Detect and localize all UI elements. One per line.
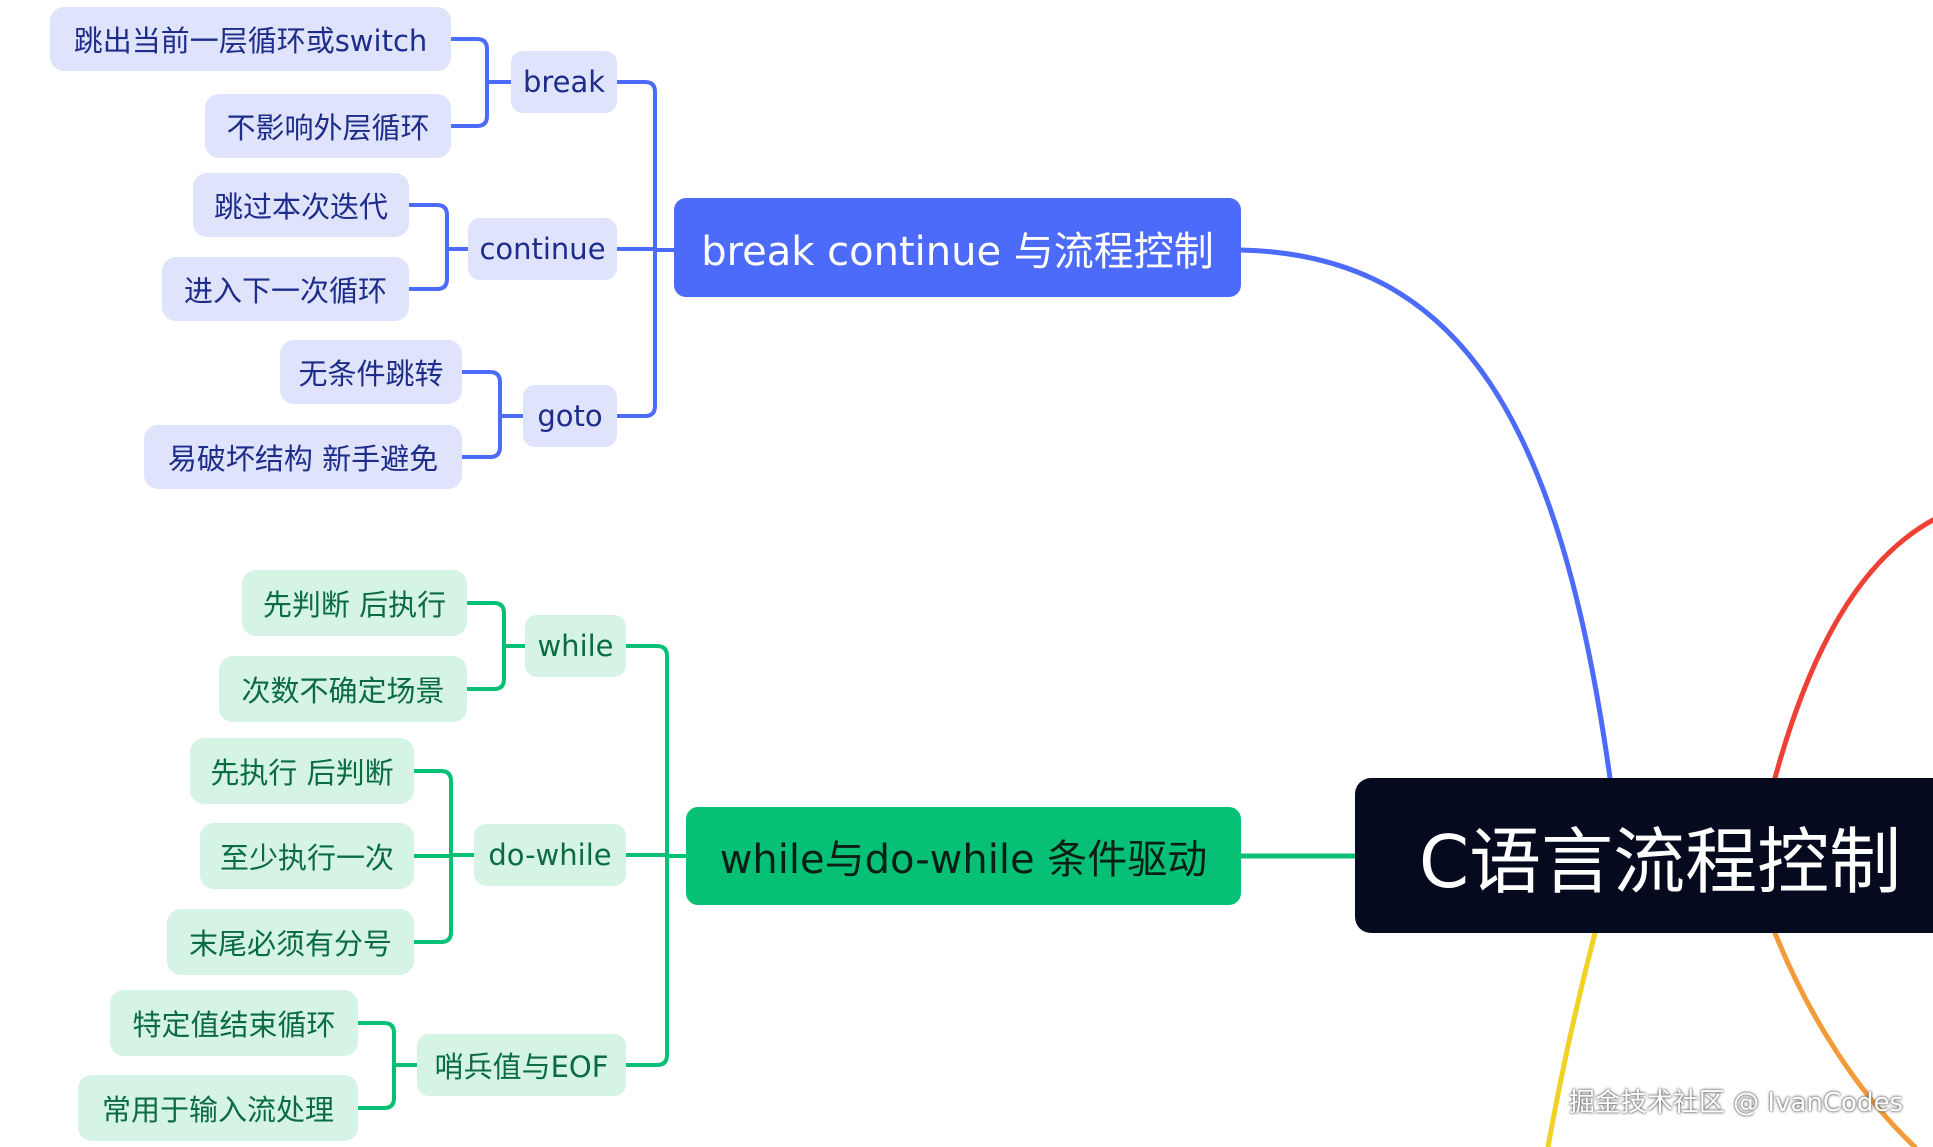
leaf-break-outer-unaffected[interactable]: 不影响外层循环 xyxy=(205,94,451,158)
leaf-dowhile-exec-first[interactable]: 先执行 后判断 xyxy=(190,738,414,804)
leaf-goto-unconditional[interactable]: 无条件跳转 xyxy=(280,340,462,404)
while-bracket-edge-0 xyxy=(465,601,506,648)
leaf-dowhile-at-least-once[interactable]: 至少执行一次 xyxy=(200,823,414,889)
break-bracket-edge-1 xyxy=(449,80,489,128)
green-main-bracket-edge-2 xyxy=(624,854,669,1067)
node-while[interactable]: while xyxy=(525,615,626,677)
node-break[interactable]: break xyxy=(511,51,617,113)
leaf-continue-skip[interactable]: 跳过本次迭代 xyxy=(193,173,409,237)
node-do-while[interactable]: do-while xyxy=(474,824,626,886)
goto-bracket-edge-0 xyxy=(460,370,502,418)
branch-while-do-while[interactable]: while与do-while 条件驱动 xyxy=(686,807,1241,905)
break-bracket-edge-0 xyxy=(449,37,489,84)
node-goto[interactable]: goto xyxy=(523,385,617,447)
leaf-goto-avoid[interactable]: 易破坏结构 新手避免 xyxy=(144,425,462,489)
continue-bracket-edge-1 xyxy=(407,247,449,291)
blue-main-bracket-edge-2 xyxy=(615,248,657,418)
root-to-orange-curve xyxy=(1772,930,1918,1147)
node-sentinel-eof[interactable]: 哨兵值与EOF xyxy=(417,1034,626,1096)
sentinel-bracket-edge-0 xyxy=(356,1021,396,1067)
root-to-blue-curve xyxy=(1238,247,1613,781)
green-main-bracket-edge-0 xyxy=(624,644,669,858)
node-continue[interactable]: continue xyxy=(468,218,617,280)
goto-bracket-edge-1 xyxy=(460,414,502,459)
root-to-yellow-curve xyxy=(1545,930,1598,1147)
sentinel-bracket-edge-1 xyxy=(356,1063,396,1110)
leaf-while-uncertain-count[interactable]: 次数不确定场景 xyxy=(219,656,467,722)
root-to-red-curve xyxy=(1772,517,1933,781)
root-topic[interactable]: C语言流程控制 xyxy=(1355,778,1933,933)
leaf-break-exit-loop[interactable]: 跳出当前一层循环或switch xyxy=(50,7,451,71)
leaf-continue-next[interactable]: 进入下一次循环 xyxy=(162,257,409,321)
branch-break-continue[interactable]: break continue 与流程控制 xyxy=(674,198,1241,297)
leaf-sentinel-input-stream[interactable]: 常用于输入流处理 xyxy=(78,1075,358,1141)
continue-bracket-edge-0 xyxy=(407,203,449,251)
dowhile-bracket-edge-2 xyxy=(412,853,453,944)
leaf-dowhile-semicolon[interactable]: 末尾必须有分号 xyxy=(167,909,414,975)
leaf-while-check-first[interactable]: 先判断 后执行 xyxy=(242,570,467,636)
while-bracket-edge-1 xyxy=(465,644,506,691)
watermark: 掘金技术社区 @ IvanCodes xyxy=(1568,1088,1903,1118)
leaf-sentinel-end[interactable]: 特定值结束循环 xyxy=(110,990,358,1056)
blue-main-bracket-edge-0 xyxy=(615,80,657,252)
dowhile-bracket-edge-0 xyxy=(412,769,453,857)
